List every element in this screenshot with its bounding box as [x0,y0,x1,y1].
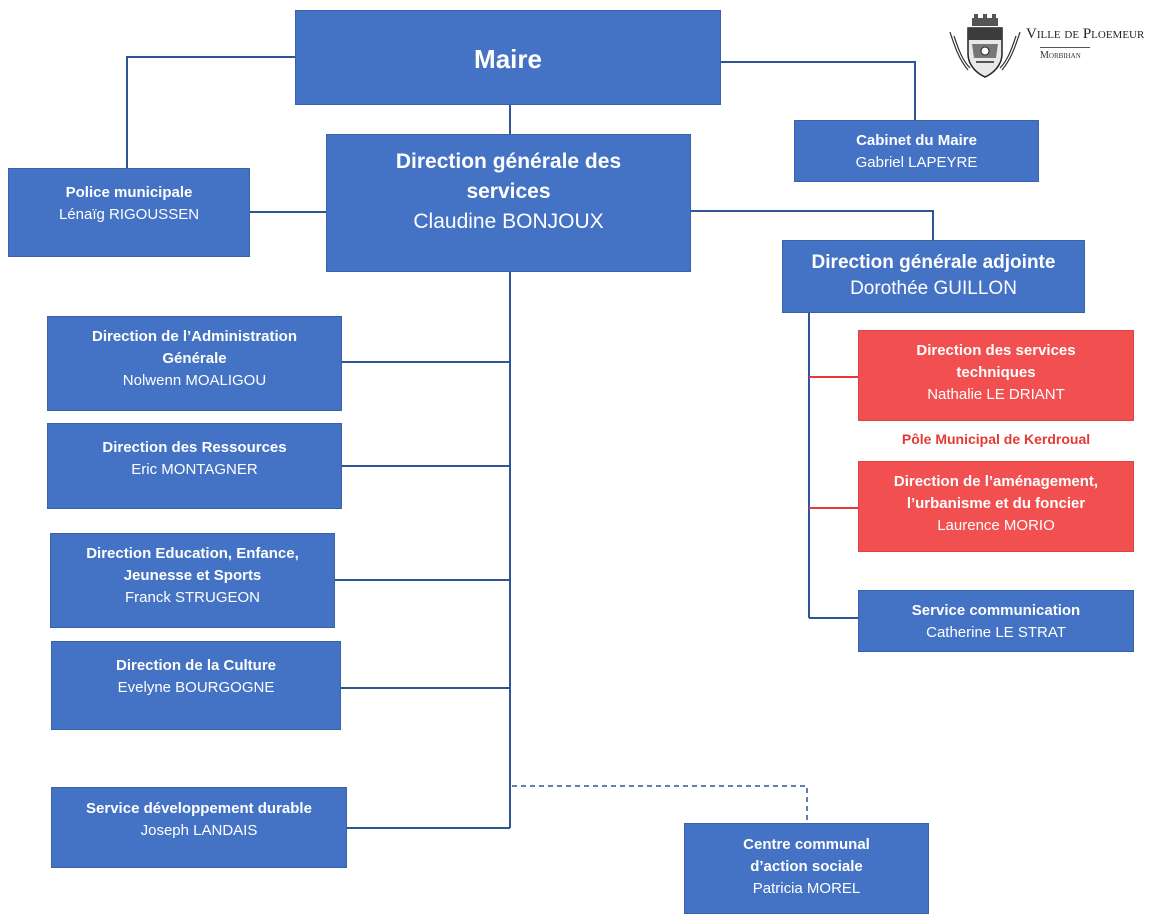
node-amenagement-title: Direction de l’aménagement, l’urbanisme … [893,473,1099,512]
logo-department: Morbihan [1040,50,1081,61]
city-logo: Ville de Ploemeur Morbihan [944,14,1158,80]
node-ressources-title: Direction des Ressources [102,439,287,456]
node-durable-name: Joseph LANDAIS [140,822,258,839]
node-dgs-name: Claudine BONJOUX [413,210,604,233]
logo-city-name: Ville de Ploemeur [1026,26,1145,42]
node-police: Police municipale Lénaïg RIGOUSSEN [8,168,250,257]
node-techniques: Direction des services techniques Nathal… [858,330,1134,421]
node-techniques-title: Direction des services techniques [916,342,1076,381]
node-durable-title: Service développement durable [86,800,312,817]
node-dga-name: Dorothée GUILLON [850,278,1017,299]
logo-divider [1040,47,1090,48]
node-police-title: Police municipale [65,184,193,201]
node-cabinet: Cabinet du Maire Gabriel LAPEYRE [794,120,1039,182]
node-ccas-title: Centre communal d’action sociale [743,836,870,875]
node-communication-title: Service communication [911,602,1081,619]
node-police-name: Lénaïg RIGOUSSEN [58,206,200,223]
coat-of-arms-icon [949,14,1021,78]
node-dgs: Direction générale des services Claudine… [326,134,691,272]
node-culture: Direction de la Culture Evelyne BOURGOGN… [51,641,341,730]
node-admin-name: Nolwenn MOALIGOU [122,372,267,389]
node-amenagement-name: Laurence MORIO [937,517,1055,534]
node-techniques-name: Nathalie LE DRIANT [927,386,1065,403]
node-dga-title: Direction générale adjointe [811,252,1056,273]
node-amenagement: Direction de l’aménagement, l’urbanisme … [858,461,1134,552]
node-culture-name: Evelyne BOURGOGNE [117,679,275,696]
node-education: Direction Education, Enfance, Jeunesse e… [50,533,335,628]
node-communication-name: Catherine LE STRAT [926,624,1066,641]
node-education-name: Franck STRUGEON [124,589,260,606]
pole-label: Pôle Municipal de Kerdroual [901,431,1091,447]
node-education-title: Direction Education, Enfance, Jeunesse e… [86,545,299,584]
node-ccas: Centre communal d’action sociale Patrici… [684,823,929,914]
node-dgs-title: Direction générale des services [395,150,622,203]
node-ccas-name: Patricia MOREL [752,880,861,897]
node-dga: Direction générale adjointe Dorothée GUI… [782,240,1085,313]
node-ressources-name: Eric MONTAGNER [131,461,258,478]
node-cabinet-name: Gabriel LAPEYRE [855,154,978,171]
node-culture-title: Direction de la Culture [115,657,277,674]
node-admin-title: Direction de l’Administration Générale [91,328,298,367]
node-maire: Maire [295,10,721,105]
node-durable: Service développement durable Joseph LAN… [51,787,347,868]
node-communication: Service communication Catherine LE STRAT [858,590,1134,652]
node-admin: Direction de l’Administration Générale N… [47,316,342,411]
node-ressources: Direction des Ressources Eric MONTAGNER [47,423,342,509]
node-cabinet-title: Cabinet du Maire [856,132,977,149]
node-maire-title: Maire [474,44,542,74]
